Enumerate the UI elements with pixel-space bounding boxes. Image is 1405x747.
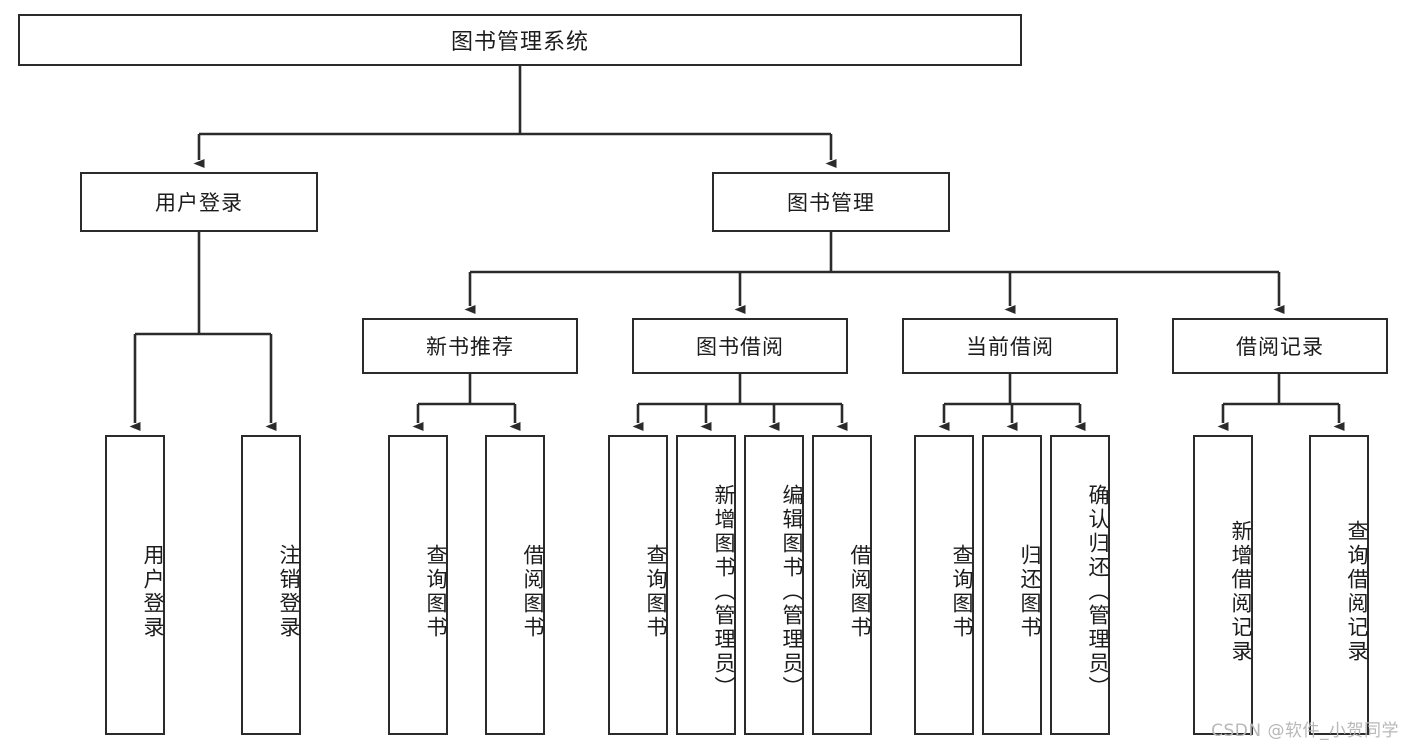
- leaf-label: 确认归还（管理员）: [1086, 484, 1110, 700]
- leaf-book-borrow-edit-book-admin[interactable]: 编辑图书（管理员）: [744, 435, 804, 735]
- node-new-book-recommend[interactable]: 新书推荐: [362, 318, 578, 374]
- leaf-label: 用户登录: [141, 544, 165, 640]
- watermark-text: CSDN @软件_小贺同学: [1211, 721, 1399, 741]
- leaf-label: 新增图书（管理员）: [712, 484, 736, 700]
- node-borrow-record[interactable]: 借阅记录: [1172, 318, 1388, 374]
- leaf-user-login-logout[interactable]: 注销登录: [241, 435, 301, 735]
- leaf-label: 借阅图书: [521, 544, 545, 640]
- leaf-book-borrow-add-book-admin[interactable]: 新增图书（管理员）: [676, 435, 736, 735]
- leaf-label: 查询图书: [950, 544, 974, 640]
- leaf-book-borrow-query-book[interactable]: 查询图书: [608, 435, 668, 735]
- node-root-book-management-system[interactable]: 图书管理系统: [18, 14, 1022, 66]
- leaf-user-login-login[interactable]: 用户登录: [105, 435, 165, 735]
- leaf-label: 编辑图书（管理员）: [780, 484, 804, 700]
- leaf-label: 新增借阅记录: [1229, 520, 1253, 664]
- leaf-label: 查询借阅记录: [1345, 520, 1369, 664]
- leaf-current-borrow-query-book[interactable]: 查询图书: [914, 435, 974, 735]
- leaf-borrow-record-add-record[interactable]: 新增借阅记录: [1193, 435, 1253, 735]
- node-current-borrow[interactable]: 当前借阅: [902, 318, 1118, 374]
- leaf-label: 查询图书: [644, 544, 668, 640]
- leaf-label: 归还图书: [1018, 544, 1042, 640]
- leaf-new-book-query-book[interactable]: 查询图书: [388, 435, 448, 735]
- leaf-borrow-record-query-record[interactable]: 查询借阅记录: [1309, 435, 1369, 735]
- leaf-current-borrow-return-book[interactable]: 归还图书: [982, 435, 1042, 735]
- leaf-book-borrow-borrow-book[interactable]: 借阅图书: [812, 435, 872, 735]
- leaf-label: 注销登录: [277, 544, 301, 640]
- leaf-label: 借阅图书: [848, 544, 872, 640]
- leaf-label: 查询图书: [424, 544, 448, 640]
- node-book-borrow[interactable]: 图书借阅: [632, 318, 848, 374]
- leaf-current-borrow-confirm-return-admin[interactable]: 确认归还（管理员）: [1050, 435, 1110, 735]
- node-user-login[interactable]: 用户登录: [80, 172, 318, 232]
- leaf-new-book-borrow-book[interactable]: 借阅图书: [485, 435, 545, 735]
- node-book-management[interactable]: 图书管理: [712, 172, 950, 232]
